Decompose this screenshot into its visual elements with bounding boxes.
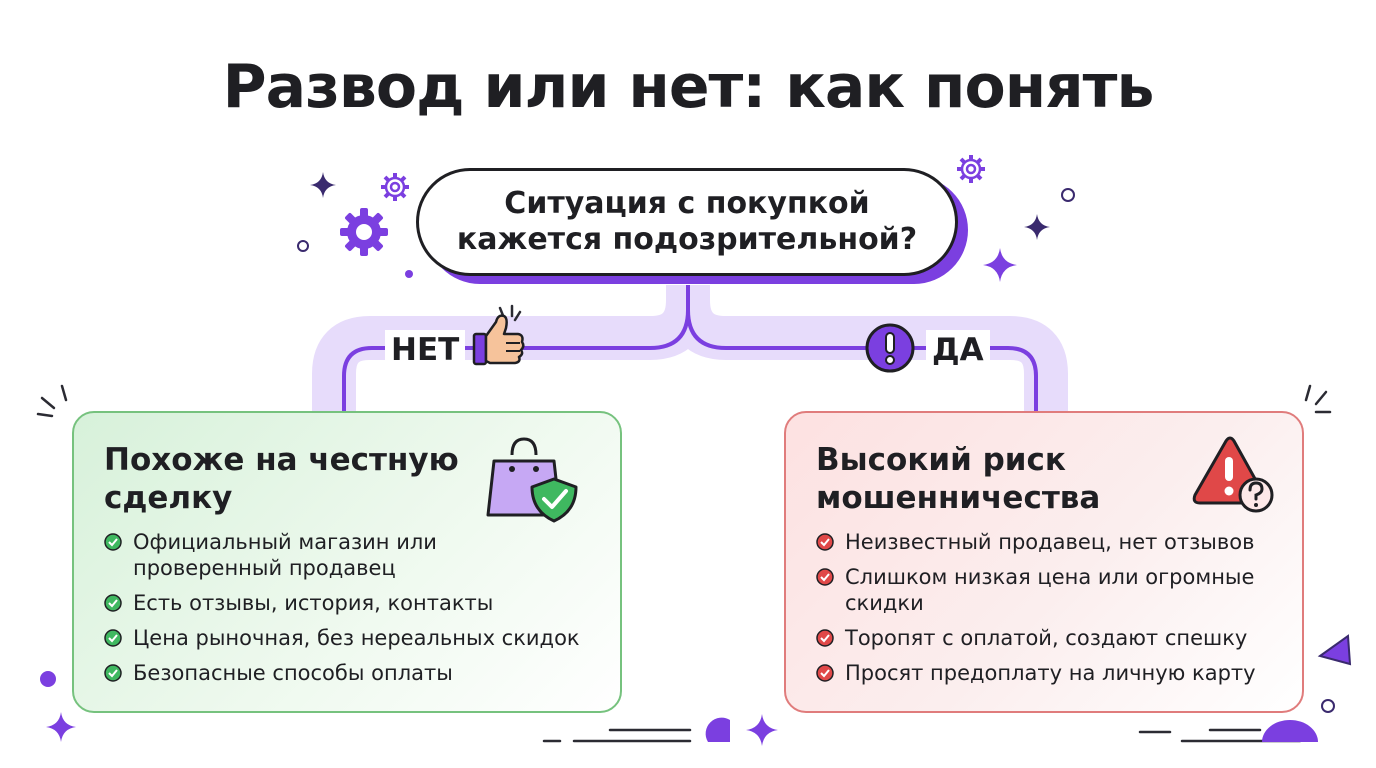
cross-circle-icon <box>816 629 834 647</box>
list-item: Слишком низкая цена или огромные скидки <box>816 564 1272 616</box>
sparkle-icon <box>983 248 1017 282</box>
check-circle-icon <box>104 629 122 647</box>
gear-icon <box>957 155 985 183</box>
list-item-text: Торопят с оплатой, создают спешку <box>845 626 1248 650</box>
sparkle-icon <box>746 714 778 746</box>
list-item: Неизвестный продавец, нет отзывов <box>816 529 1272 555</box>
list-item: Официальный магазин или проверенный прод… <box>104 529 590 581</box>
list-item: Просят предоплату на личную карту <box>816 660 1272 686</box>
sparkle-icon <box>310 172 336 198</box>
branch-yes-label: ДА <box>926 330 990 370</box>
question-box: Ситуация с покупкой кажется подозрительн… <box>416 168 958 276</box>
sparkle-icon <box>1024 214 1050 240</box>
list-item-text: Неизвестный продавец, нет отзывов <box>845 530 1255 554</box>
honest-deal-card: Похоже на честную сделку Официальный маг… <box>72 411 622 713</box>
list-item: Безопасные способы оплаты <box>104 660 590 686</box>
sparkle-icon <box>46 712 76 742</box>
check-circle-icon <box>104 594 122 612</box>
honest-list: Официальный магазин или проверенный прод… <box>104 529 590 686</box>
list-item-text: Официальный магазин или проверенный прод… <box>133 530 437 580</box>
check-circle-icon <box>104 664 122 682</box>
branch-no-label: НЕТ <box>385 330 466 370</box>
list-item-text: Цена рыночная, без нереальных скидок <box>133 626 580 650</box>
list-item-text: Слишком низкая цена или огромные скидки <box>845 565 1255 615</box>
gear-icon <box>340 208 388 256</box>
list-item-text: Просят предоплату на личную карту <box>845 661 1256 685</box>
risk-card-title: Высокий риск мошенничества <box>816 442 1101 516</box>
question-line-1: Ситуация с покупкой <box>504 186 870 221</box>
page-title: Развод или нет: как понять <box>222 52 1155 122</box>
cross-circle-icon <box>816 664 834 682</box>
cross-circle-icon <box>816 533 834 551</box>
thumbs-up-icon <box>472 314 525 366</box>
question-line-2: кажется подозрительной? <box>456 222 918 257</box>
gear-icon <box>381 173 409 201</box>
check-circle-icon <box>104 533 122 551</box>
honest-card-title: Похоже на честную сделку <box>104 442 459 516</box>
list-item: Торопят с оплатой, создают спешку <box>816 625 1272 651</box>
shopping-bag-shield-icon <box>486 437 578 523</box>
high-risk-card: Высокий риск мошенничества Неизвестный п… <box>784 411 1304 713</box>
exclamation-icon <box>865 323 915 373</box>
list-item-text: Безопасные способы оплаты <box>133 661 453 685</box>
list-item: Есть отзывы, история, контакты <box>104 590 590 616</box>
warning-question-icon <box>1192 436 1274 513</box>
list-item-text: Есть отзывы, история, контакты <box>133 591 494 615</box>
cross-circle-icon <box>816 568 834 586</box>
risk-list: Неизвестный продавец, нет отзывов Слишко… <box>816 529 1272 686</box>
list-item: Цена рыночная, без нереальных скидок <box>104 625 590 651</box>
